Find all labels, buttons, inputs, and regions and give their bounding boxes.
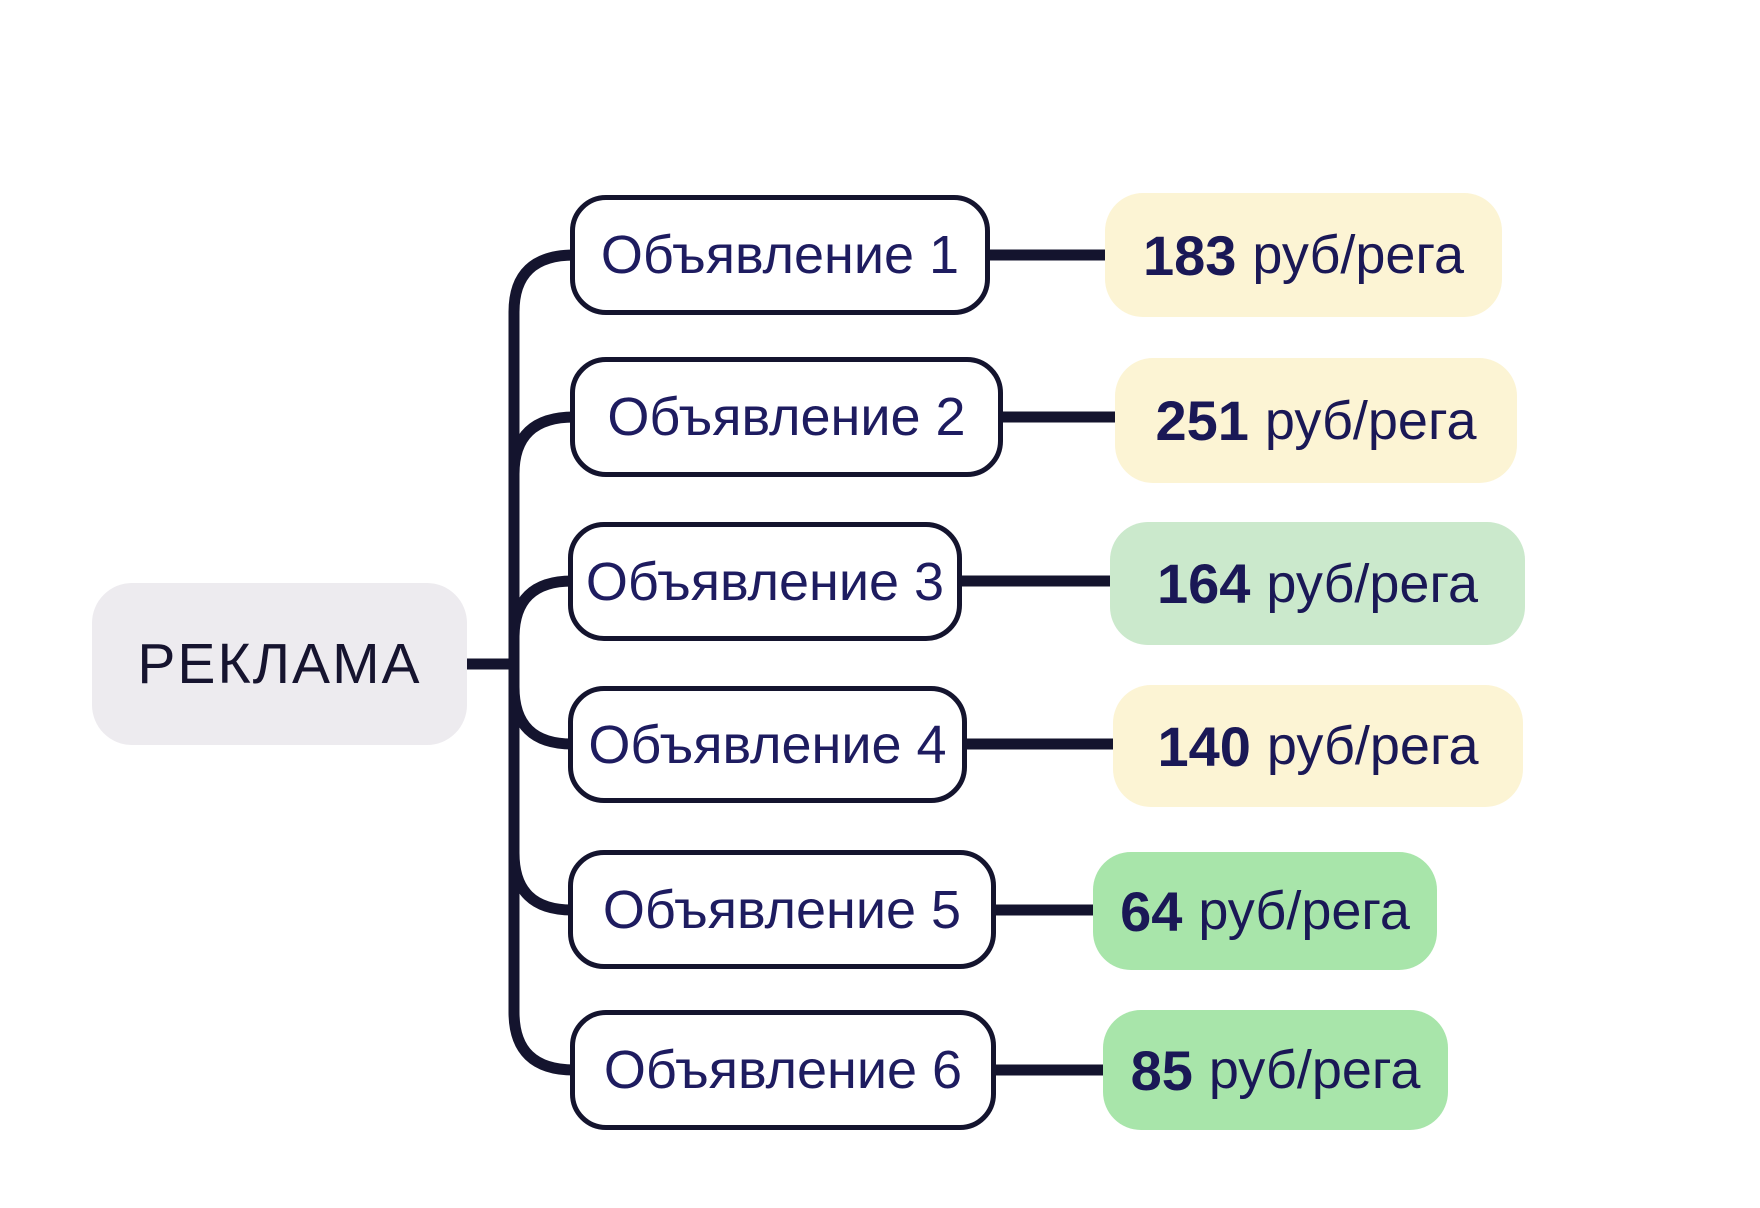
spine-line <box>508 249 575 1076</box>
cost-badge-3-value: 164 <box>1156 552 1251 615</box>
cost-badge-4: 140 руб/рега <box>1113 685 1523 807</box>
cost-badge-1-value: 183 <box>1142 223 1237 287</box>
cost-badge-6-value: 85 <box>1130 1038 1193 1102</box>
branch-line-3 <box>508 575 573 639</box>
cost-badge-5: 64 руб/рега <box>1093 852 1437 970</box>
cost-badge-4-value: 140 <box>1157 714 1251 778</box>
cost-badge-2-value: 251 <box>1155 389 1249 452</box>
cost-badge-1: 183 руб/рега <box>1105 193 1502 317</box>
ad-node-1: Объявление 1 <box>570 195 990 315</box>
ad-node-3-label: Объявление 3 <box>585 551 945 612</box>
ad-node-2: Объявление 2 <box>570 357 1003 477</box>
cost-badge-3: 164 руб/рега <box>1110 522 1525 645</box>
ad-node-5-label: Объявление 5 <box>602 879 962 940</box>
ad-node-4-label: Объявление 4 <box>588 714 947 775</box>
cost-badge-5-unit: руб/рега <box>1198 881 1410 941</box>
cost-badge-2: 251 руб/рега <box>1115 358 1517 483</box>
cost-badge-5-value: 64 <box>1120 879 1183 943</box>
ad-node-6: Объявление 6 <box>570 1010 996 1130</box>
cost-badge-1-unit: руб/рега <box>1252 225 1464 285</box>
ad-node-1-label: Объявление 1 <box>600 225 960 285</box>
ad-node-4: Объявление 4 <box>568 686 967 803</box>
ad-node-2-label: Объявление 2 <box>607 387 966 447</box>
cost-badge-6: 85 руб/рега <box>1103 1010 1448 1130</box>
cost-badge-4-unit: руб/рега <box>1266 716 1479 776</box>
branch-line-5 <box>508 852 573 916</box>
root-node-reklama: РЕКЛАМА <box>92 583 467 745</box>
ad-node-5: Объявление 5 <box>568 850 996 969</box>
root-node-label: РЕКЛАМА <box>137 632 422 696</box>
cost-badge-6-unit: руб/рега <box>1208 1040 1421 1100</box>
branch-line-4 <box>508 686 573 750</box>
branch-line-2 <box>508 411 575 475</box>
ad-node-6-label: Объявление 6 <box>603 1040 963 1100</box>
cost-badge-3-unit: руб/рега <box>1266 553 1478 614</box>
ad-node-3: Объявление 3 <box>568 522 962 641</box>
cost-badge-2-unit: руб/рега <box>1264 390 1477 451</box>
